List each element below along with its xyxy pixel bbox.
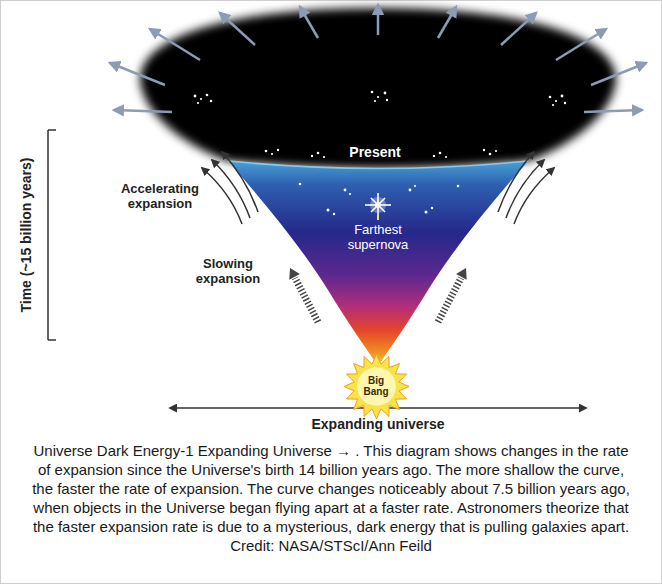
galaxy — [271, 153, 273, 155]
galaxy — [277, 149, 279, 151]
galaxy — [197, 102, 199, 104]
supernova-ray — [371, 198, 385, 212]
axis-label: Time (~15 billion years) — [18, 158, 34, 313]
expansion-arrows — [110, 5, 646, 112]
galaxy — [371, 91, 374, 94]
galaxy — [386, 99, 388, 101]
galaxy — [206, 94, 209, 97]
galaxy — [323, 156, 325, 158]
expansion-arrow — [556, 29, 606, 60]
galaxy — [384, 92, 387, 95]
expansion-arrow — [114, 110, 172, 112]
node-label: Big Bang — [359, 375, 393, 397]
expansion-arrow — [501, 13, 536, 45]
curved-arrow — [514, 168, 554, 224]
axis-label: Expanding universe — [268, 416, 488, 432]
galaxy — [495, 150, 497, 152]
galaxy — [265, 150, 268, 153]
starburst-node: Big Bang — [343, 353, 410, 420]
expansion-arrow — [300, 7, 318, 38]
galaxy — [433, 155, 435, 157]
caption: Universe Dark Energy-1 Expanding Univers… — [31, 441, 631, 555]
galaxy — [317, 152, 320, 155]
time-axis — [48, 130, 56, 340]
galaxy — [299, 183, 302, 186]
supernova-star — [365, 193, 391, 215]
supernova-label: Farthest supernova — [333, 223, 423, 253]
galaxy — [374, 100, 376, 102]
node-text: Big Bang — [359, 375, 393, 397]
starburst-outline — [344, 354, 409, 419]
expansion-arrow — [584, 110, 642, 112]
galaxy — [552, 104, 554, 106]
phase-label: Slowing expansion — [188, 257, 268, 287]
axis-tick — [48, 339, 56, 341]
arrowhead — [289, 268, 300, 280]
galaxy — [483, 149, 485, 151]
accelerating-arrows — [202, 152, 554, 224]
galaxy — [555, 100, 557, 102]
hatched-arrow — [295, 278, 318, 322]
curved-arrow — [222, 152, 258, 212]
galaxy — [425, 211, 428, 214]
curved-arrow — [506, 160, 544, 218]
galaxy — [409, 189, 412, 192]
supernova-ray — [371, 198, 385, 212]
galaxy — [200, 98, 202, 100]
phase-label: Accelerating expansion — [105, 182, 215, 212]
galaxy — [431, 207, 433, 209]
galaxy — [445, 156, 447, 158]
galaxy — [564, 102, 566, 104]
galaxy — [457, 185, 460, 188]
expansion-arrow — [591, 63, 646, 85]
galaxy — [210, 100, 212, 102]
galaxy — [561, 95, 564, 98]
axis-line — [47, 130, 49, 340]
supernova-pointer — [377, 215, 379, 220]
galaxy — [344, 189, 347, 192]
axis-tick — [48, 129, 56, 131]
curved-arrow — [202, 168, 242, 224]
supernova-core — [375, 202, 381, 208]
curved-arrow — [212, 160, 250, 218]
galaxy — [489, 153, 492, 156]
hatched-arrow — [438, 278, 461, 322]
galaxy — [327, 209, 330, 212]
expansion-funnel — [228, 161, 528, 366]
galaxy-clusters — [194, 91, 567, 106]
galaxy — [549, 96, 552, 99]
galaxy — [439, 152, 442, 155]
funnel-rim — [228, 161, 528, 169]
curved-arrow — [498, 152, 534, 212]
expansion-arrow — [150, 29, 200, 60]
expansion-arrow — [438, 7, 456, 38]
galaxy — [333, 213, 335, 215]
galaxy — [349, 193, 351, 195]
galaxy — [414, 185, 416, 187]
galaxy — [377, 96, 379, 98]
starburst-core — [357, 367, 396, 406]
expansion-arrow — [220, 13, 255, 45]
expansion-arrow — [377, 5, 380, 35]
galaxy — [311, 155, 313, 157]
time-marker: Present — [315, 144, 435, 160]
expansion-arrow — [110, 63, 165, 85]
arrowhead — [456, 268, 467, 280]
galaxy — [194, 95, 197, 98]
